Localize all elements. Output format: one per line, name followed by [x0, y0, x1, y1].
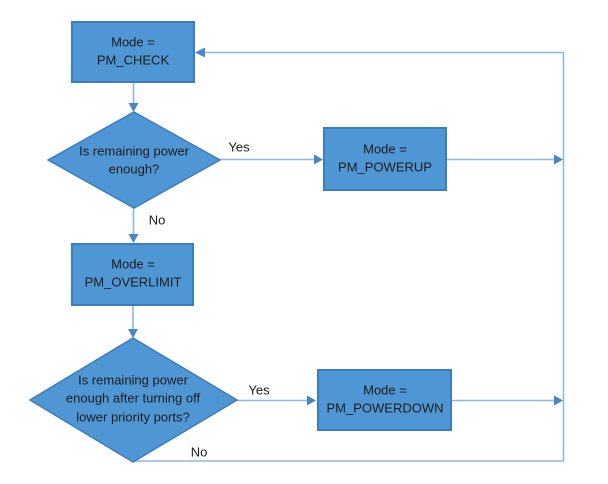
pm-powerup-box	[323, 127, 447, 191]
edge-powerdown-to-loop-arrowhead	[554, 395, 563, 406]
edge-check-to-decision1-arrowhead	[128, 103, 139, 112]
edge-decision1-yes-arrowhead	[314, 154, 323, 165]
edge-return-loop-arrowhead	[195, 47, 205, 58]
edge-return-loop-line	[133, 51, 565, 462]
edge-decision2-yes-arrowhead	[307, 395, 316, 406]
edge-overlimit-to-decision2-arrowhead	[128, 329, 138, 338]
edge-powerup-to-loop-arrowhead	[554, 154, 563, 165]
decision1-diamond	[46, 111, 222, 209]
decision2-diamond	[28, 337, 239, 463]
pm-check-box	[71, 21, 195, 83]
edge-decision1-no-arrowhead	[128, 234, 139, 243]
pm-powerdown-box	[317, 369, 452, 431]
pm-overlimit-box	[71, 243, 194, 306]
